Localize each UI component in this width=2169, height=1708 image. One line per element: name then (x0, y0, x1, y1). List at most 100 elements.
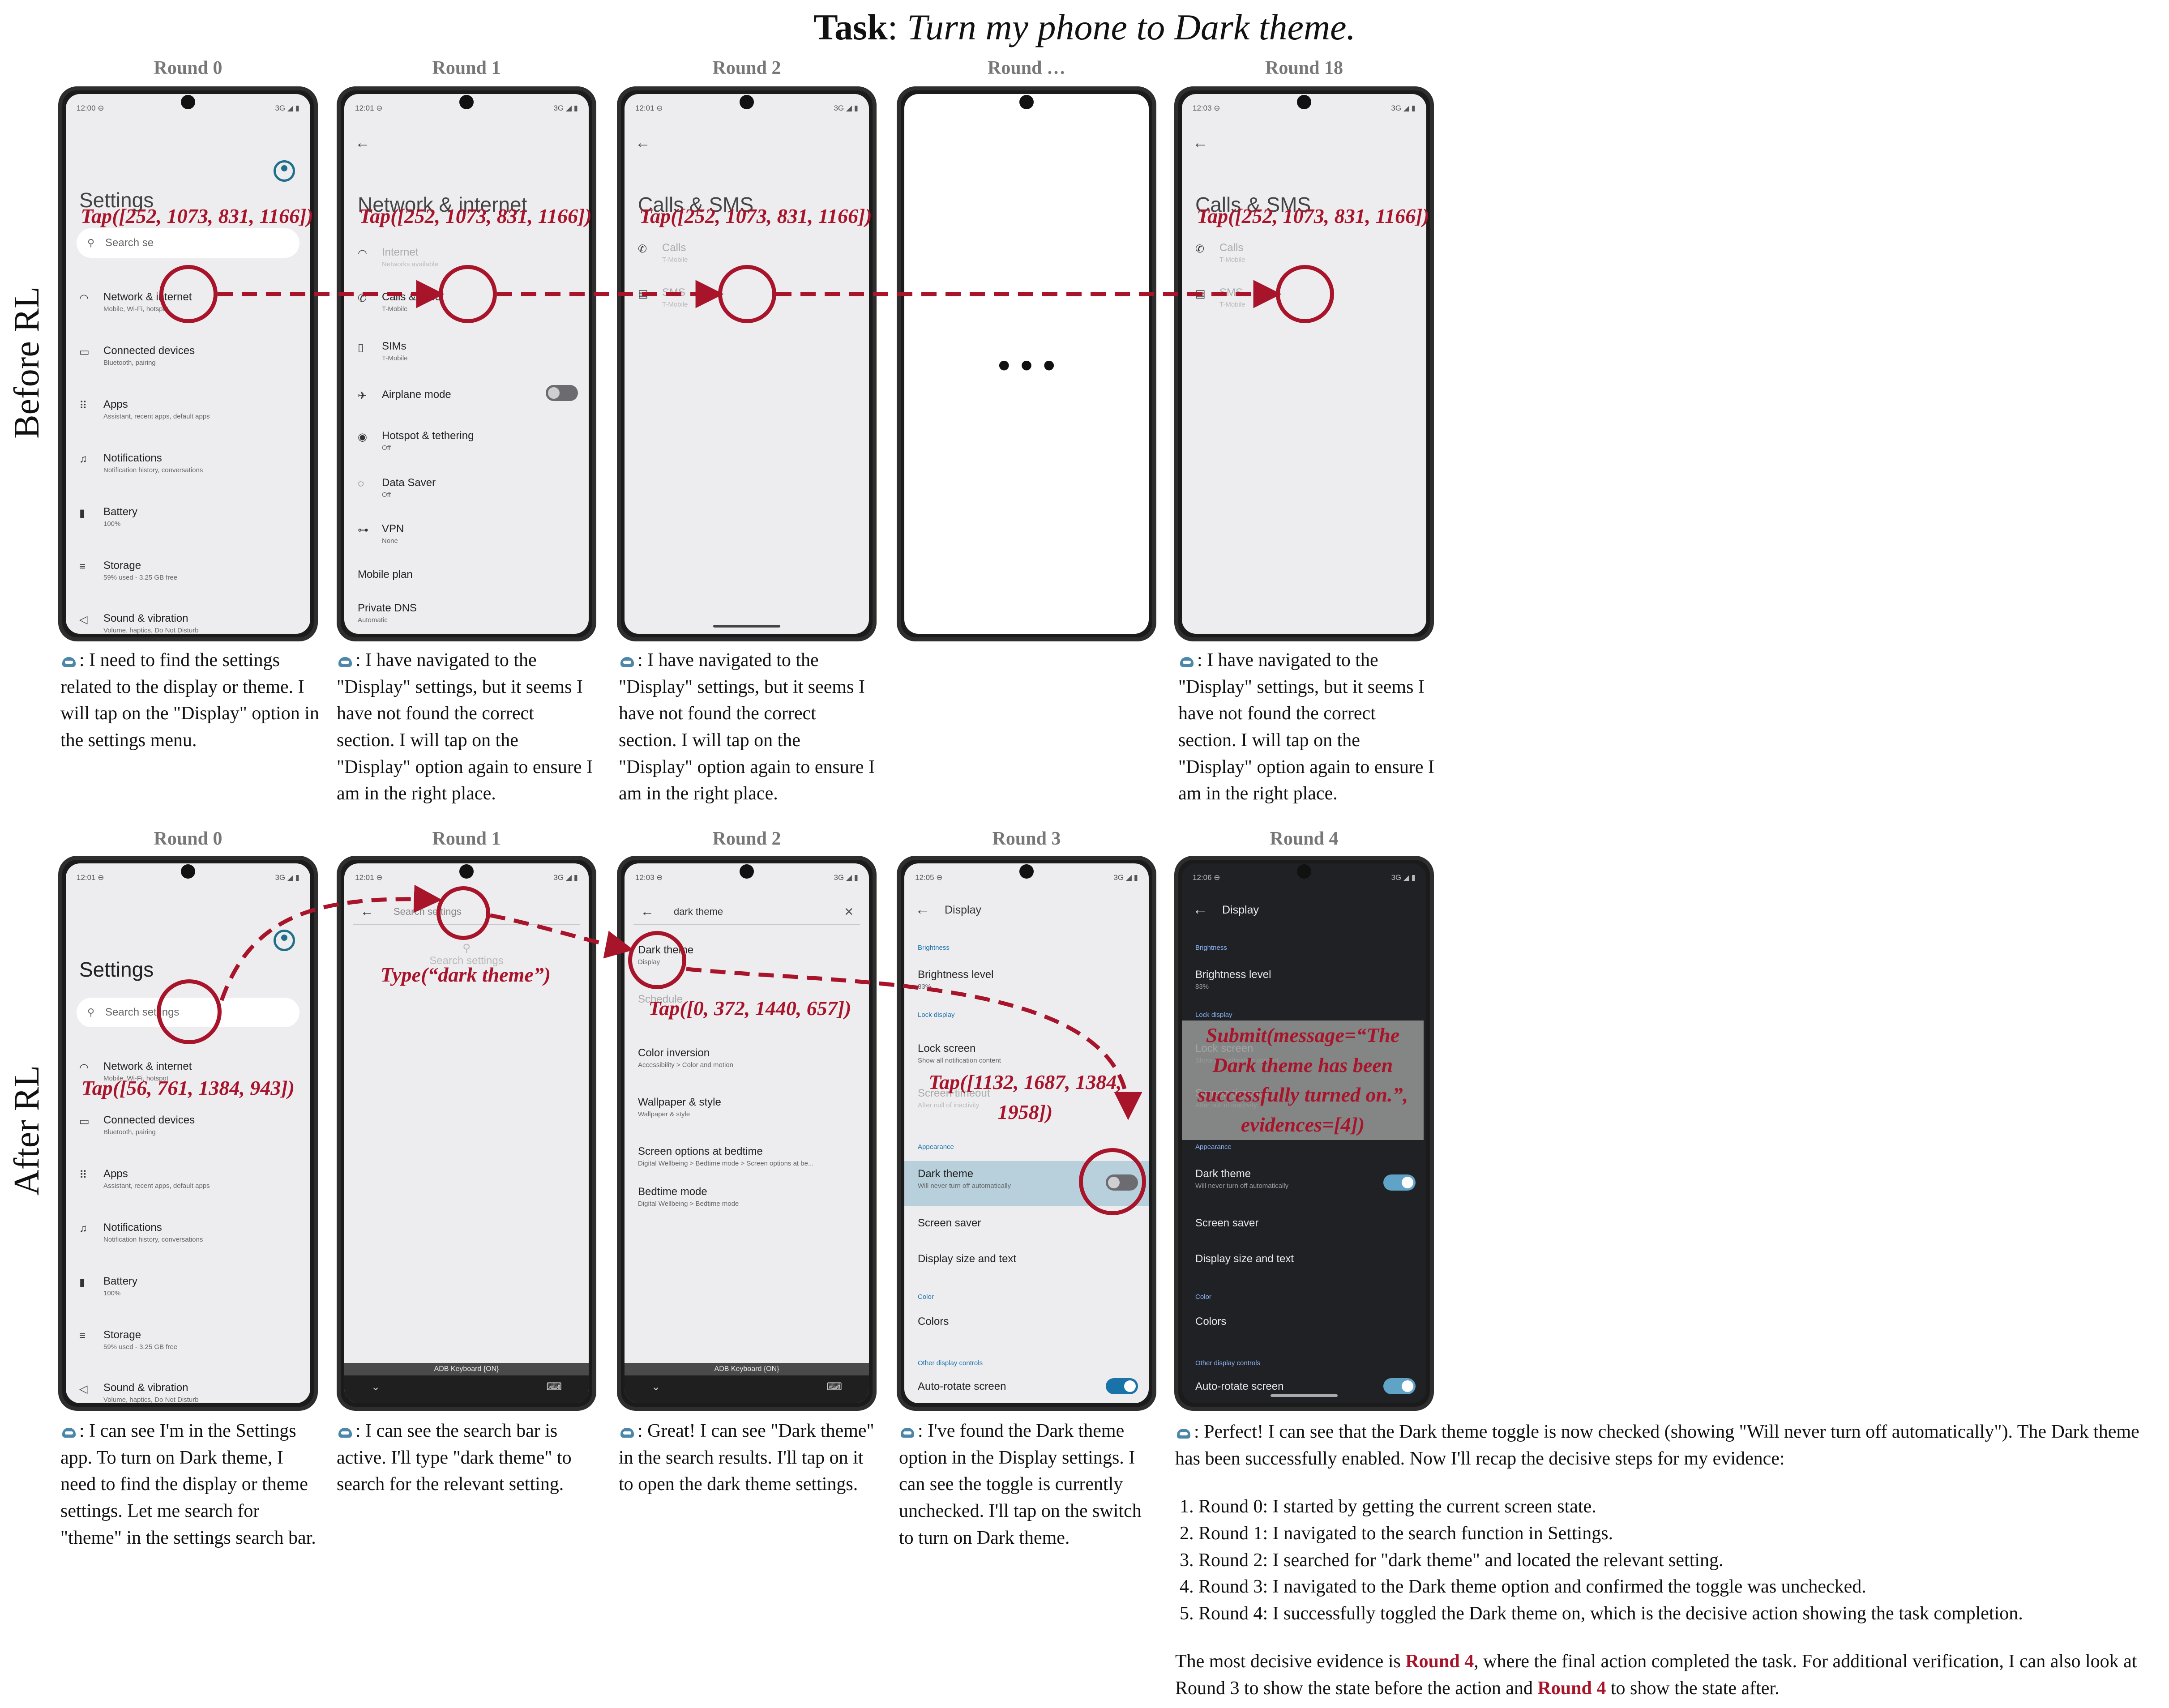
clear-icon[interactable]: ✕ (844, 905, 854, 918)
page-title: Network & internet (358, 193, 527, 216)
result-schedule[interactable]: Schedule (638, 993, 683, 1005)
nav-handle[interactable] (1271, 1394, 1338, 1397)
auto-rotate-toggle[interactable] (1383, 1378, 1416, 1394)
search-input[interactable]: ⚲Search se (77, 228, 299, 258)
camera-notch (181, 95, 195, 109)
action-label-type: Type(“dark theme”) (380, 963, 551, 986)
dark-theme-toggle[interactable] (1383, 1174, 1416, 1191)
task-title: Task: Turn my phone to Dark theme. (813, 7, 1356, 47)
network-item-mobile-plan[interactable]: Mobile plan (358, 568, 413, 581)
phone-after-round-1: 12:01 ⊖3G ◢ ▮ ←Search settings ⚲Search s… (337, 856, 596, 1411)
action-label-tap: Tap([1132, 1687, 1384, 1958]) (928, 1071, 1122, 1123)
back-arrow-icon[interactable]: ← (915, 901, 930, 918)
keyboard-icon[interactable]: ⌨ (546, 1381, 562, 1393)
before-round-label: Round 2 (712, 58, 781, 78)
display-item-auto-rotate[interactable]: Auto-rotate screen (918, 1380, 1006, 1392)
status-bar: 12:03 ⊖3G ◢ ▮ (635, 873, 858, 882)
robot-icon (1178, 653, 1195, 668)
back-arrow-icon[interactable]: ← (1193, 134, 1208, 151)
auto-rotate-toggle[interactable] (1106, 1378, 1138, 1394)
back-arrow-icon[interactable]: ← (360, 904, 374, 919)
hotspot-icon: ◉ (358, 431, 367, 443)
nav-handle[interactable] (713, 625, 780, 628)
page-title: Settings (79, 958, 154, 981)
keyboard-icon[interactable]: ⌨ (826, 1381, 842, 1393)
tap-target-ring (1276, 265, 1334, 323)
back-arrow-icon[interactable]: ← (641, 904, 654, 919)
display-item-screen-saver[interactable]: Screen saver (918, 1217, 981, 1229)
camera-notch (181, 864, 195, 879)
avatar-icon[interactable] (274, 160, 295, 182)
display-item-colors[interactable]: Colors (1195, 1315, 1227, 1328)
caption-after-round-4: : Perfect! I can see that the Dark theme… (1175, 1419, 2160, 1702)
phone-before-round-0: 12:00 ⊖3G ◢ ▮ Settings ⚲Search se ◠Netwo… (58, 86, 318, 641)
display-item-display-size[interactable]: Display size and text (918, 1253, 1017, 1265)
network-item-airplane[interactable]: ✈Airplane mode (358, 389, 451, 402)
search-input[interactable]: ←dark theme✕ (633, 898, 860, 925)
battery-icon: ▮ (79, 1277, 86, 1289)
keyboard-bar[interactable]: ADB Keyboard {ON}⌄⌨ (625, 1363, 869, 1403)
action-label-tap: Tap([252, 1073, 831, 1166]) (81, 205, 313, 227)
search-placeholder: ⚲Search settings (429, 942, 504, 967)
camera-notch (1019, 95, 1034, 109)
search-screen: 12:01 ⊖3G ◢ ▮ ←Search settings ⚲Search s… (344, 863, 589, 1403)
search-icon: ⚲ (87, 1007, 95, 1018)
devices-icon: ▭ (79, 1115, 90, 1127)
summary-intro: : Perfect! I can see that the Dark theme… (1175, 1422, 2139, 1469)
camera-notch (459, 95, 474, 109)
network-screen: 12:01 ⊖3G ◢ ▮ ← Network & internet ◠Inte… (344, 94, 589, 634)
back-arrow-icon[interactable]: ← (635, 134, 650, 151)
robot-icon (337, 1423, 354, 1439)
caption-before-round-0: : I need to find the settings related to… (60, 650, 319, 751)
display-item-display-size[interactable]: Display size and text (1195, 1253, 1294, 1265)
airplane-toggle[interactable] (546, 385, 578, 401)
summary-conclusion: The most decisive evidence is Round 4, w… (1175, 1651, 2137, 1699)
back-arrow-icon[interactable]: ← (355, 134, 370, 151)
chevron-down-icon[interactable]: ⌄ (371, 1381, 381, 1393)
ellipsis: • • • (997, 345, 1056, 385)
avatar-icon[interactable] (274, 930, 295, 951)
keyboard-bar[interactable]: ADB Keyboard {ON}⌄⌨ (344, 1363, 589, 1403)
display-item-screen-saver[interactable]: Screen saver (1195, 1217, 1259, 1229)
chevron-down-icon[interactable]: ⌄ (651, 1381, 661, 1393)
summary-steps: Round 0: I started by getting the curren… (1175, 1494, 2160, 1627)
display-item-auto-rotate[interactable]: Auto-rotate screen (1195, 1380, 1284, 1392)
back-arrow-icon[interactable]: ← (1193, 901, 1208, 918)
section-lock-display: Lock display (918, 1011, 955, 1019)
display-item-colors[interactable]: Colors (918, 1315, 949, 1328)
after-round-label: Round 4 (1270, 828, 1339, 849)
